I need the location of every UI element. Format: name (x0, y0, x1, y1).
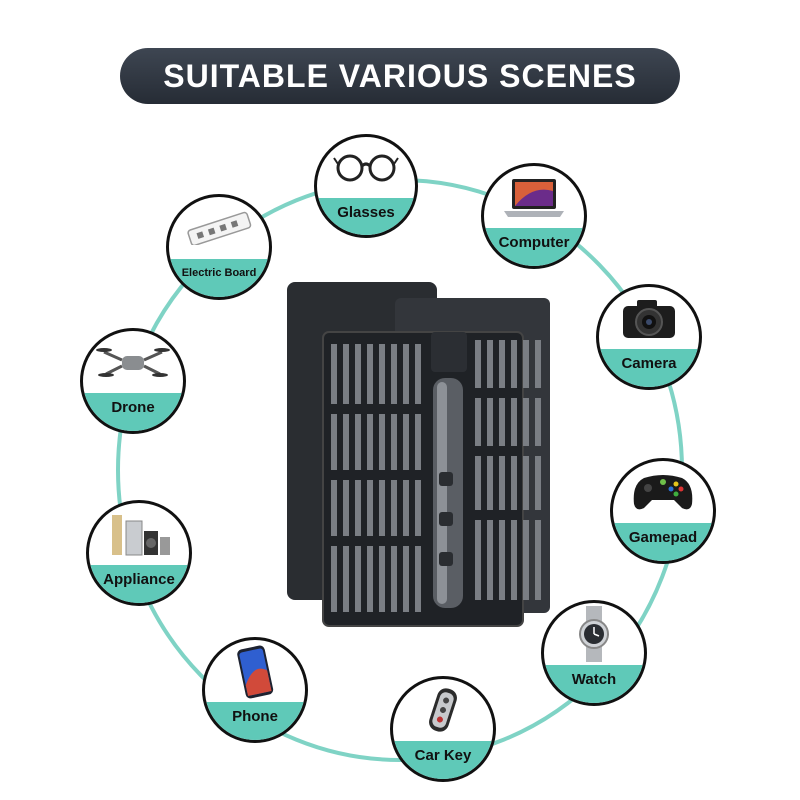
scene-label: Camera (621, 355, 677, 372)
scene-label: Watch (571, 671, 617, 688)
scene-label: Car Key (414, 747, 472, 764)
scene-label: Drone (111, 399, 155, 416)
power-strip-icon (187, 211, 252, 245)
screwdriver-kit-image (287, 282, 550, 627)
laptop-icon (504, 179, 564, 217)
scene-watch: Watch (541, 600, 647, 706)
title-text: SUITABLE VARIOUS SCENES (163, 57, 637, 94)
scene-camera: Camera (596, 284, 702, 390)
scene-appliance: Appliance (86, 500, 192, 606)
scene-electric-board: Electric Board (166, 194, 272, 300)
scene-computer: Computer (481, 163, 587, 269)
watch-icon (579, 606, 609, 662)
scene-label: Glasses (337, 203, 395, 221)
appliance-icon (112, 515, 170, 556)
gamepad-icon (633, 475, 693, 510)
title-banner: SUITABLE VARIOUS SCENES (120, 48, 680, 104)
scene-label: Electric Board (181, 267, 257, 279)
scene-car-key: Car Key (390, 676, 496, 782)
car-key-icon (429, 688, 457, 732)
scene-gamepad: Gamepad (610, 458, 716, 564)
camera-icon (623, 300, 675, 338)
scene-label: Computer (498, 234, 570, 251)
scene-label: Appliance (103, 571, 175, 588)
scene-glasses: Glasses (314, 134, 418, 238)
phone-icon (237, 645, 274, 699)
drone-icon (96, 348, 170, 377)
scene-label: Phone (232, 708, 278, 725)
scene-phone: Phone (202, 637, 308, 743)
scene-drone: Drone (80, 328, 186, 434)
scene-label: Gamepad (628, 529, 698, 546)
glasses-icon (333, 154, 399, 182)
